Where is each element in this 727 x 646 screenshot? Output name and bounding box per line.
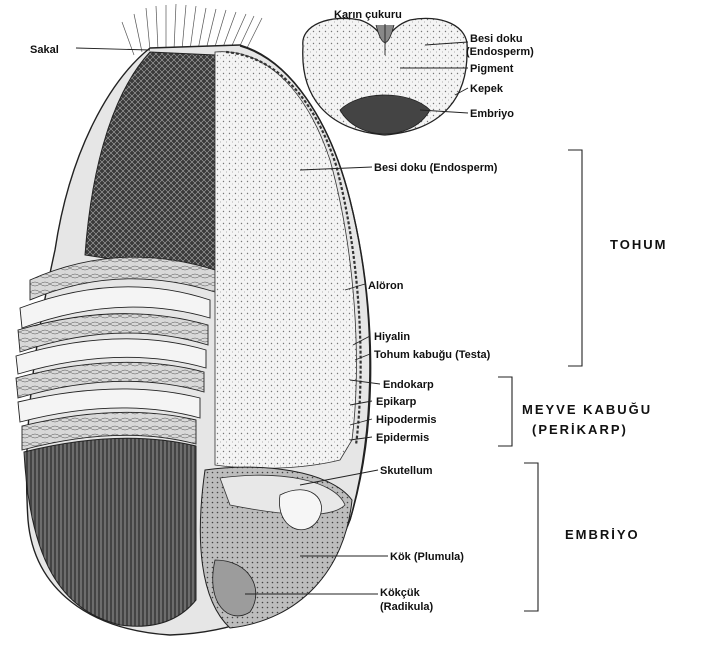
cross-hatched-block: [85, 52, 215, 275]
pericarp-bracket: [498, 377, 512, 446]
label-beard: Sakal: [30, 44, 59, 56]
label-hyaline: Hiyalin: [374, 331, 410, 343]
label-epidermis: Epidermis: [376, 432, 429, 444]
lower-striped-block: [24, 438, 196, 626]
label-hypodermis: Hipodermis: [376, 414, 437, 426]
seed-bracket: [568, 150, 582, 366]
label-cs-embryo: Embriyo: [470, 108, 514, 120]
embryo-bracket: [524, 463, 538, 611]
label-scutellum: Skutellum: [380, 465, 433, 477]
label-ventral-crease: Karın çukuru: [334, 9, 402, 21]
label-radicle-line2: (Radikula): [380, 601, 434, 613]
label-epicarp: Epikarp: [376, 396, 417, 408]
label-endosperm: Besi doku (Endosperm): [374, 162, 498, 174]
label-seed-coat: Tohum kabuğu (Testa): [374, 349, 491, 361]
group-label-embryo: EMBRİYO: [565, 527, 640, 542]
label-bran: Kepek: [470, 83, 504, 95]
label-pigment: Pigment: [470, 63, 514, 75]
group-label-seed: TOHUM: [610, 237, 667, 252]
group-label-pericarp: MEYVE KABUĞU (PERİKARP): [522, 402, 658, 437]
label-radicle: Kökçük (Radikula): [380, 587, 434, 613]
label-aleurone: Alöron: [368, 280, 404, 292]
label-cs-endosperm: Besi doku (Endosperm): [466, 33, 534, 58]
label-radicle-line1: Kökçük: [380, 587, 421, 599]
group-label-pericarp-line1: MEYVE KABUĞU: [522, 402, 652, 417]
label-cs-endosperm-line1: Besi doku: [470, 33, 523, 45]
label-endocarp: Endokarp: [383, 379, 434, 391]
label-plumule: Kök (Plumula): [390, 551, 464, 563]
group-label-pericarp-line2: (PERİKARP): [532, 422, 628, 437]
label-cs-endosperm-line2: (Endosperm): [466, 46, 534, 58]
